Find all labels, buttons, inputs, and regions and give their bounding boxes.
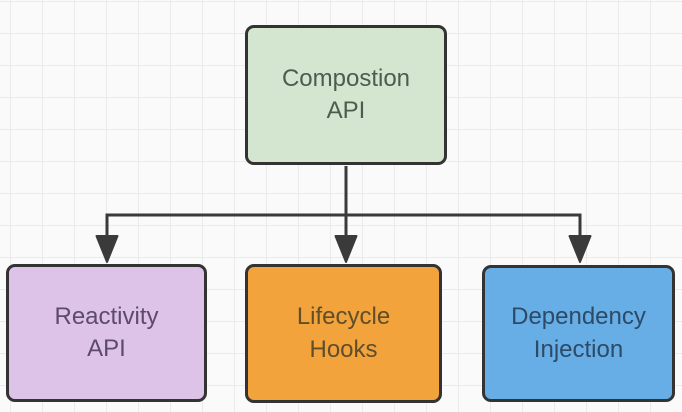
node-composition-api[interactable]: Compostion API (245, 25, 447, 165)
node-lifecycle-hooks[interactable]: Lifecycle Hooks (245, 264, 442, 403)
node-dependency-injection[interactable]: Dependency Injection (482, 265, 675, 402)
node-dependency-injection-label: Dependency Injection (511, 303, 646, 363)
node-lifecycle-hooks-label: Lifecycle Hooks (296, 303, 391, 363)
node-reactivity-api-label: Reactivity API (54, 302, 159, 362)
connector-line[interactable] (105, 166, 582, 238)
node-reactivity-api[interactable]: Reactivity API (6, 264, 207, 402)
arrowhead-right-icon (568, 235, 592, 263)
node-composition-api-label: Compostion API (281, 64, 411, 124)
arrowhead-middle-icon (334, 235, 358, 263)
arrowhead-left-icon (95, 235, 119, 263)
